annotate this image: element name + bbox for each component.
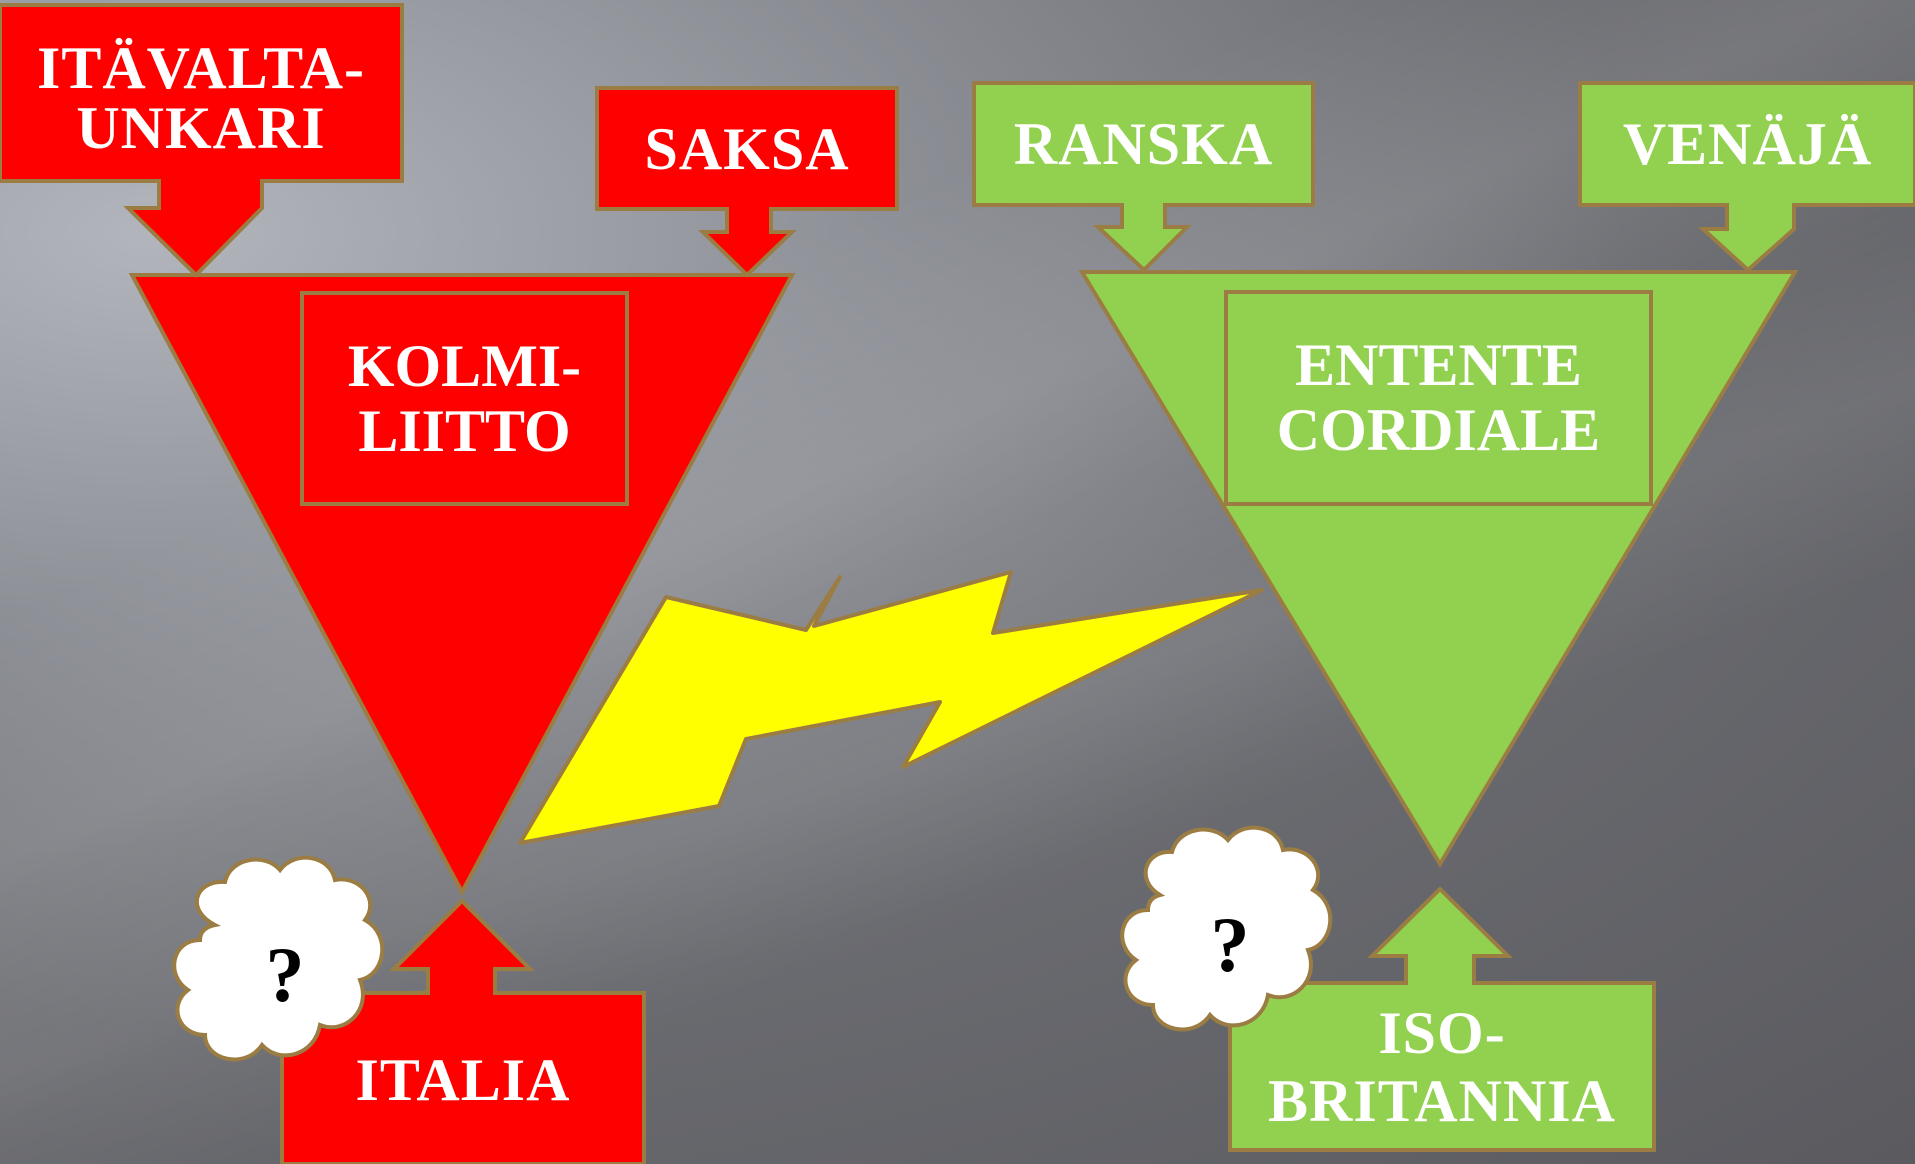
italy-label: ITALIA [355, 1047, 571, 1113]
entente-cordiale-label: ENTENTE CORDIALE [1276, 332, 1601, 463]
russia-arrow [1578, 81, 1915, 273]
uncertainty-cloud-left [172, 855, 385, 1062]
question-mark-right: ? [1210, 901, 1250, 988]
britain-arrow [1228, 886, 1656, 1152]
germany-label: SAKSA [644, 116, 850, 182]
britain-label: ISO- BRITANNIA [1268, 1000, 1616, 1134]
entente-cordiale-triangle [1078, 270, 1799, 868]
austria-hungary-arrow [0, 3, 404, 278]
triple-alliance-label: KOLMI- LIITTO [347, 332, 582, 464]
triple-alliance-label-box [300, 291, 629, 506]
france-arrow [972, 81, 1315, 273]
russia-label: VENÄJÄ [1622, 111, 1873, 177]
uncertainty-cloud-right [1120, 825, 1333, 1032]
lightning-bolt [518, 570, 1264, 845]
italy-arrow [280, 898, 646, 1164]
question-mark-left: ? [265, 931, 305, 1018]
france-label: RANSKA [1013, 111, 1274, 177]
entente-cordiale-label-box [1224, 290, 1653, 506]
germany-arrow [595, 86, 899, 278]
austria-hungary-label: ITÄVALTA- UNKARI [36, 35, 365, 161]
